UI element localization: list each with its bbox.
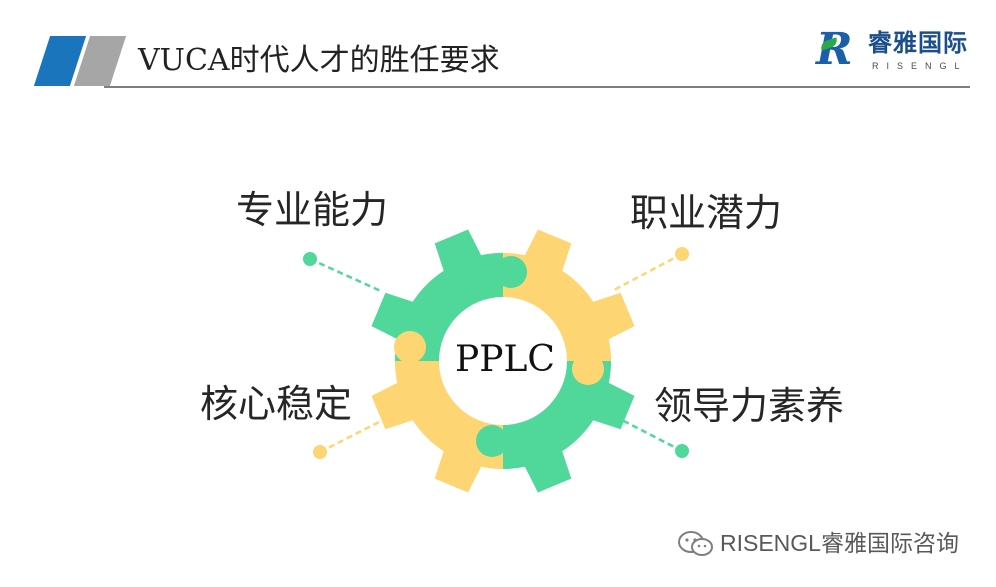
wechat-icon bbox=[678, 531, 713, 556]
page-title: VUCA时代人才的胜任要求 bbox=[138, 43, 500, 78]
center-label: PPLC bbox=[455, 339, 555, 380]
connector-dot-top-right bbox=[675, 247, 689, 261]
puzzle-nub-right bbox=[572, 353, 604, 385]
label-core-stability: 核心稳定 bbox=[200, 382, 353, 426]
label-leadership-literacy: 领导力素养 bbox=[654, 384, 845, 428]
header: VUCA时代人才的胜任要求 R 睿雅国际 RISENGL bbox=[0, 0, 996, 100]
logo-name-en: RISENGL bbox=[872, 61, 968, 71]
puzzle-nub-left bbox=[394, 331, 426, 363]
connector-dot-bottom-left bbox=[313, 445, 327, 459]
connector-top-right bbox=[613, 252, 683, 292]
puzzle-nub-top bbox=[495, 256, 527, 288]
connector-dot-top-left bbox=[303, 252, 317, 266]
logo-name-cn: 睿雅国际 bbox=[868, 30, 968, 57]
connector-dot-bottom-right bbox=[675, 444, 689, 458]
company-logo: R 睿雅国际 RISENGL bbox=[816, 26, 976, 76]
label-career-potential: 职业潜力 bbox=[630, 191, 783, 235]
label-professional-ability: 专业能力 bbox=[236, 188, 389, 232]
footer-watermark: RISENGL睿雅国际咨询 bbox=[720, 530, 959, 556]
title-divider bbox=[104, 86, 970, 88]
gear-center-hole bbox=[439, 297, 567, 425]
puzzle-nub-bottom bbox=[476, 425, 508, 457]
connector-bottom-right bbox=[617, 416, 683, 453]
connector-top-left bbox=[309, 257, 384, 294]
connector-bottom-left bbox=[319, 418, 384, 454]
